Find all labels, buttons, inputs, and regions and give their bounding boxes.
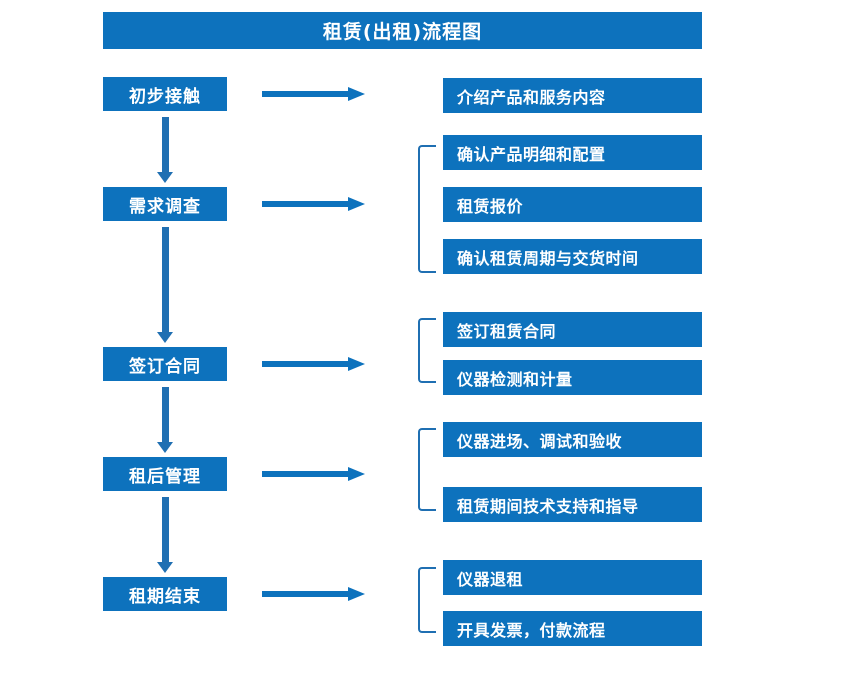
detail-box-g3-1[interactable]: 签订租赁合同 bbox=[443, 312, 702, 347]
detail-box-g2-3[interactable]: 确认租赁周期与交货时间 bbox=[443, 239, 702, 274]
flowchart-title: 租赁(出租)流程图 bbox=[103, 12, 702, 49]
arrow-shaft bbox=[162, 227, 169, 332]
arrow-head-icon bbox=[157, 562, 173, 573]
vertical-arrow-1-to-2 bbox=[157, 117, 173, 183]
detail-box-g5-1[interactable]: 仪器退租 bbox=[443, 560, 702, 595]
group-bracket-2 bbox=[418, 145, 436, 273]
stage-box-4[interactable]: 租后管理 bbox=[103, 457, 227, 491]
group-bracket-3 bbox=[418, 318, 436, 383]
arrow-head-icon bbox=[348, 587, 365, 601]
stage-box-5[interactable]: 租期结束 bbox=[103, 577, 227, 611]
arrow-shaft bbox=[262, 91, 350, 97]
vertical-arrow-2-to-3 bbox=[157, 227, 173, 343]
arrow-head-icon bbox=[157, 332, 173, 343]
group-bracket-5 bbox=[418, 567, 436, 633]
arrow-shaft bbox=[162, 387, 169, 442]
arrow-head-icon bbox=[348, 467, 365, 481]
stage-box-3[interactable]: 签订合同 bbox=[103, 347, 227, 381]
detail-box-g1-1[interactable]: 介绍产品和服务内容 bbox=[443, 78, 702, 113]
arrow-head-icon bbox=[348, 357, 365, 371]
stage-box-1[interactable]: 初步接触 bbox=[103, 77, 227, 111]
detail-box-g4-1[interactable]: 仪器进场、调试和验收 bbox=[443, 422, 702, 457]
detail-box-g5-2[interactable]: 开具发票，付款流程 bbox=[443, 611, 702, 646]
detail-box-g4-2[interactable]: 租赁期间技术支持和指导 bbox=[443, 487, 702, 522]
horizontal-arrow-stage-1 bbox=[262, 87, 365, 101]
arrow-head-icon bbox=[157, 442, 173, 453]
horizontal-arrow-stage-4 bbox=[262, 467, 365, 481]
horizontal-arrow-stage-2 bbox=[262, 197, 365, 211]
group-bracket-4 bbox=[418, 428, 436, 511]
arrow-shaft bbox=[162, 117, 169, 172]
arrow-shaft bbox=[262, 201, 350, 207]
vertical-arrow-3-to-4 bbox=[157, 387, 173, 453]
detail-box-g2-2[interactable]: 租赁报价 bbox=[443, 187, 702, 222]
arrow-shaft bbox=[262, 471, 350, 477]
arrow-head-icon bbox=[348, 197, 365, 211]
detail-box-g3-2[interactable]: 仪器检测和计量 bbox=[443, 360, 702, 395]
arrow-head-icon bbox=[157, 172, 173, 183]
arrow-shaft bbox=[262, 361, 350, 367]
vertical-arrow-4-to-5 bbox=[157, 497, 173, 573]
arrow-shaft bbox=[162, 497, 169, 562]
horizontal-arrow-stage-5 bbox=[262, 587, 365, 601]
horizontal-arrow-stage-3 bbox=[262, 357, 365, 371]
stage-box-2[interactable]: 需求调查 bbox=[103, 187, 227, 221]
detail-box-g2-1[interactable]: 确认产品明细和配置 bbox=[443, 135, 702, 170]
arrow-shaft bbox=[262, 591, 350, 597]
arrow-head-icon bbox=[348, 87, 365, 101]
